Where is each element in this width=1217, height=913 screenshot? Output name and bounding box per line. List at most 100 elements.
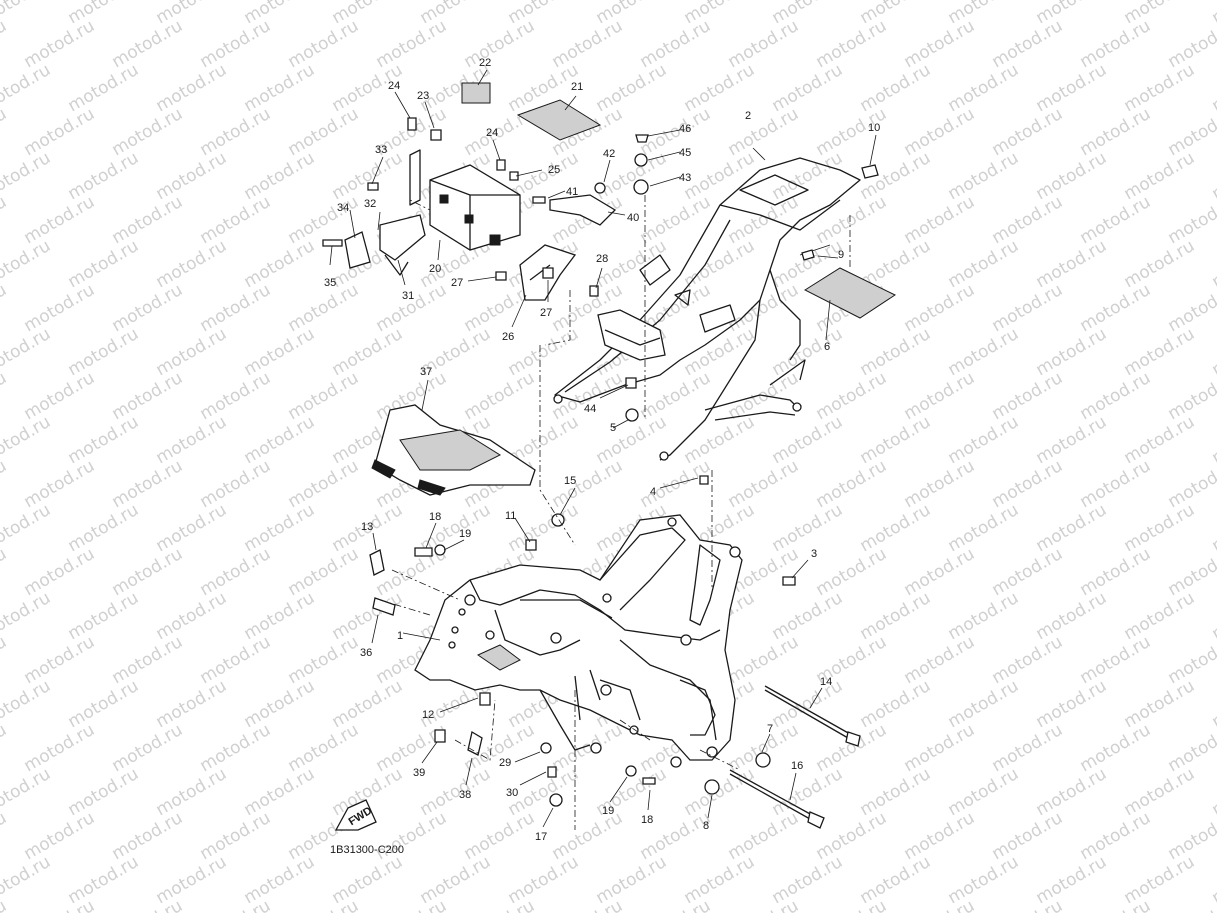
callout-23: 23 xyxy=(417,90,429,102)
watermark-text: motod.ru xyxy=(1033,764,1111,820)
callout-39: 39 xyxy=(413,767,425,779)
callout-21: 21 xyxy=(571,81,583,93)
watermark-text: motod.ru xyxy=(373,16,451,72)
watermark-text: motod.ru xyxy=(1121,676,1199,732)
watermark-text: motod.ru xyxy=(901,280,979,336)
watermark-text: motod.ru xyxy=(0,852,54,908)
watermark-text: motod.ru xyxy=(1209,588,1217,644)
watermark-text: motod.ru xyxy=(197,16,275,72)
callout-37: 37 xyxy=(420,366,432,378)
watermark-text: motod.ru xyxy=(989,632,1067,688)
watermark-text: motod.ru xyxy=(1077,632,1155,688)
callout-35: 35 xyxy=(324,277,336,289)
watermark-text: motod.ru xyxy=(505,500,583,556)
callout-19a: 19 xyxy=(459,528,471,540)
watermark-text: motod.ru xyxy=(417,764,495,820)
watermark-text: motod.ru xyxy=(1077,808,1155,864)
callout-41: 41 xyxy=(566,186,578,198)
watermark-text: motod.ru xyxy=(241,852,319,908)
watermark-text: motod.ru xyxy=(285,16,363,72)
callout-44: 44 xyxy=(584,403,596,415)
watermark-text: motod.ru xyxy=(813,16,891,72)
callout-10: 10 xyxy=(868,122,880,134)
watermark-text: motod.ru xyxy=(1077,192,1155,248)
watermark-text: motod.ru xyxy=(857,852,935,908)
watermark-text: motod.ru xyxy=(989,368,1067,424)
watermark-text: motod.ru xyxy=(1077,16,1155,72)
watermark-text: motod.ru xyxy=(1033,676,1111,732)
watermark-text: motod.ru xyxy=(65,588,143,644)
watermark-text: motod.ru xyxy=(945,324,1023,380)
callout-22: 22 xyxy=(479,57,491,69)
watermark-text: motod.ru xyxy=(109,456,187,512)
watermark-text: motod.ru xyxy=(0,632,10,688)
callout-24b: 24 xyxy=(486,127,498,139)
watermark-text: motod.ru xyxy=(197,544,275,600)
watermark-text: motod.ru xyxy=(1033,60,1111,116)
callout-11: 11 xyxy=(505,510,516,522)
watermark-text: motod.ru xyxy=(1121,500,1199,556)
callout-2: 2 xyxy=(745,110,751,122)
callout-6: 6 xyxy=(824,341,830,353)
watermark-text: motod.ru xyxy=(725,808,803,864)
watermark-text: motod.ru xyxy=(0,412,54,468)
watermark-text: motod.ru xyxy=(681,764,759,820)
watermark-text: motod.ru xyxy=(593,60,671,116)
watermark-text: motod.ru xyxy=(197,280,275,336)
watermark-text: motod.ru xyxy=(0,324,54,380)
watermark-text: motod.ru xyxy=(285,544,363,600)
watermark-text: motod.ru xyxy=(329,676,407,732)
watermark-text: motod.ru xyxy=(153,236,231,292)
watermark-text: motod.ru xyxy=(109,104,187,160)
watermark-text: motod.ru xyxy=(241,324,319,380)
watermark-text: motod.ru xyxy=(1121,852,1199,908)
watermark-text: motod.ru xyxy=(21,16,99,72)
watermark-text: motod.ru xyxy=(241,412,319,468)
watermark-text: motod.ru xyxy=(1077,456,1155,512)
watermark-text: motod.ru xyxy=(857,764,935,820)
callout-7: 7 xyxy=(767,723,773,735)
watermark-text: motod.ru xyxy=(945,236,1023,292)
watermark-text: motod.ru xyxy=(461,808,539,864)
watermark-text: motod.ru xyxy=(65,764,143,820)
watermark-text: motod.ru xyxy=(945,60,1023,116)
watermark-text: motod.ru xyxy=(1165,104,1217,160)
watermark-text: motod.ru xyxy=(725,456,803,512)
watermark-text: motod.ru xyxy=(241,500,319,556)
callout-4: 4 xyxy=(650,486,656,498)
watermark-text: motod.ru xyxy=(197,104,275,160)
watermark-text: motod.ru xyxy=(549,16,627,72)
watermark-text: motod.ru xyxy=(1121,764,1199,820)
watermark-text: motod.ru xyxy=(989,104,1067,160)
watermark-text: motod.ru xyxy=(1033,500,1111,556)
watermark-text: motod.ru xyxy=(857,324,935,380)
watermark-text: motod.ru xyxy=(1165,808,1217,864)
watermark-text: motod.ru xyxy=(769,500,847,556)
watermark-text: motod.ru xyxy=(1077,544,1155,600)
watermark-text: motod.ru xyxy=(989,16,1067,72)
watermark-text: motod.ru xyxy=(989,808,1067,864)
callout-28: 28 xyxy=(596,253,608,265)
watermark-text: motod.ru xyxy=(21,544,99,600)
watermark-text: motod.ru xyxy=(1209,676,1217,732)
watermark-text: motod.ru xyxy=(1077,280,1155,336)
watermark-text: motod.ru xyxy=(153,500,231,556)
watermark-text: motod.ru xyxy=(637,896,715,913)
watermark-text: motod.ru xyxy=(989,896,1067,913)
watermark-text: motod.ru xyxy=(1077,720,1155,776)
watermark-text: motod.ru xyxy=(681,236,759,292)
watermark-text: motod.ru xyxy=(1165,632,1217,688)
callout-14: 14 xyxy=(820,676,832,688)
watermark-text: motod.ru xyxy=(769,588,847,644)
watermark-text: motod.ru xyxy=(21,632,99,688)
callout-16: 16 xyxy=(791,760,803,772)
watermark-text: motod.ru xyxy=(0,192,10,248)
watermark-text: motod.ru xyxy=(1077,896,1155,913)
watermark-text: motod.ru xyxy=(901,720,979,776)
watermark-text: motod.ru xyxy=(0,456,10,512)
watermark-text: motod.ru xyxy=(373,280,451,336)
watermark-text: motod.ru xyxy=(725,632,803,688)
watermark-text: motod.ru xyxy=(21,104,99,160)
watermark-text: motod.ru xyxy=(65,324,143,380)
watermark-text: motod.ru xyxy=(637,368,715,424)
